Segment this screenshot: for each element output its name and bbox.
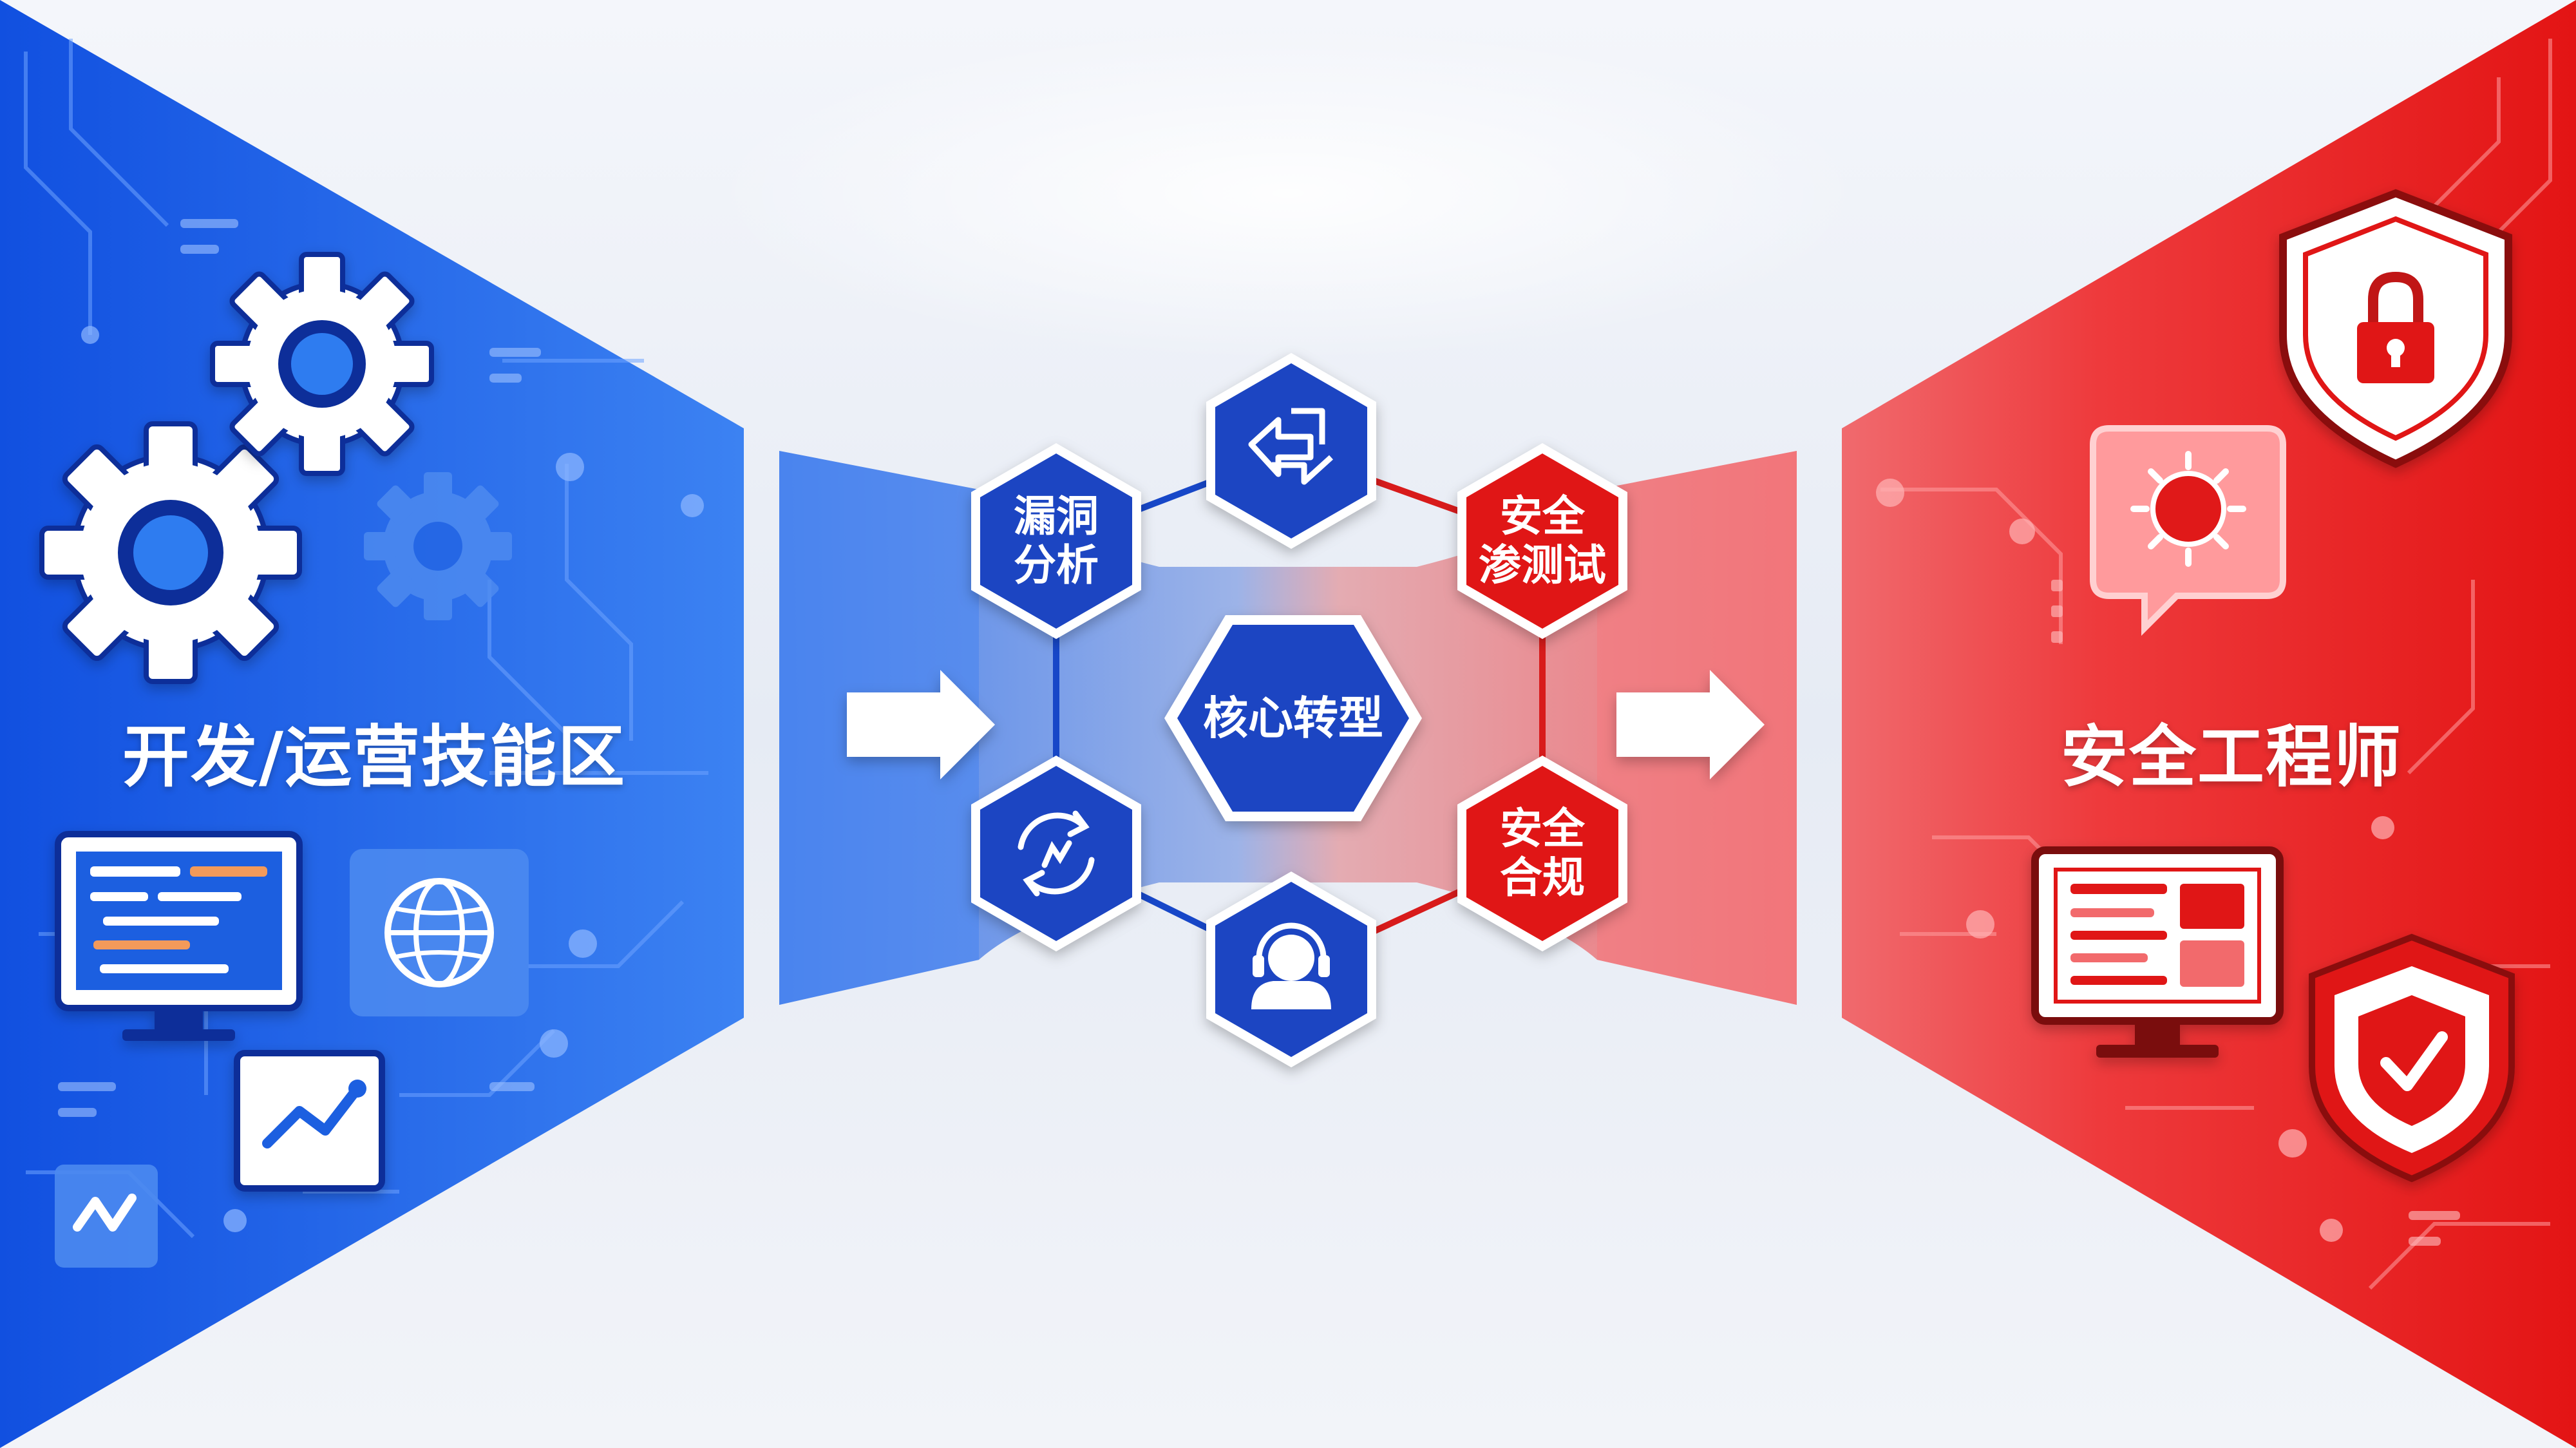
shield-lock-icon bbox=[2279, 189, 2512, 468]
warning-bug-icon bbox=[2090, 425, 2286, 636]
hex-node-core bbox=[1164, 615, 1422, 821]
trend-chart-icon bbox=[234, 1050, 385, 1192]
hex-label-vuln-analysis: 漏洞 分析 bbox=[1014, 492, 1099, 590]
code-transfer-icon bbox=[1248, 408, 1334, 485]
sync-icon bbox=[1018, 810, 1095, 897]
hex-label-line: 合规 bbox=[1500, 853, 1585, 902]
hex-node-sync bbox=[971, 756, 1141, 951]
gear-icon bbox=[210, 252, 434, 476]
hex-label-line: 安全 bbox=[1500, 491, 1585, 542]
hex-node-code-transfer bbox=[1206, 353, 1376, 549]
left-panel-title: 开发/运营技能区 bbox=[122, 718, 626, 796]
activity-icon bbox=[55, 1165, 158, 1268]
hex-node-pentest bbox=[1457, 443, 1627, 639]
hex-label-compliance: 安全 合规 bbox=[1500, 805, 1585, 902]
shield-check-icon bbox=[2309, 933, 2515, 1183]
dashboard-monitor-icon bbox=[2031, 846, 2284, 1058]
globe-icon bbox=[350, 849, 529, 1016]
arrow-right bbox=[1616, 670, 1765, 779]
hex-label-core: 核心转型 bbox=[1203, 691, 1383, 745]
arrow-left bbox=[847, 670, 995, 779]
left-circuit-nodes bbox=[81, 326, 704, 1232]
hex-node-vuln-analysis bbox=[971, 443, 1141, 639]
code-monitor-icon bbox=[55, 831, 303, 1041]
hex-label-line: 安全 bbox=[1500, 804, 1585, 854]
hex-node-compliance bbox=[1457, 756, 1627, 951]
gear-icon bbox=[364, 472, 512, 620]
support-agent-icon bbox=[1251, 922, 1331, 1009]
hex-label-pentest: 安全 渗测试 bbox=[1479, 492, 1606, 590]
right-panel-title: 安全工程师 bbox=[2061, 718, 2403, 796]
left-dash-lines bbox=[58, 219, 541, 1117]
hex-label-line: 分析 bbox=[1014, 540, 1099, 590]
hex-node-support bbox=[1206, 872, 1376, 1067]
hex-label-line: 渗测试 bbox=[1479, 540, 1606, 590]
hex-label-line: 漏洞 bbox=[1014, 491, 1099, 542]
gear-icon bbox=[39, 421, 302, 684]
right-dash-lines bbox=[2051, 580, 2460, 1246]
background-glow bbox=[708, 26, 1868, 361]
left-panel bbox=[0, 0, 744, 1448]
